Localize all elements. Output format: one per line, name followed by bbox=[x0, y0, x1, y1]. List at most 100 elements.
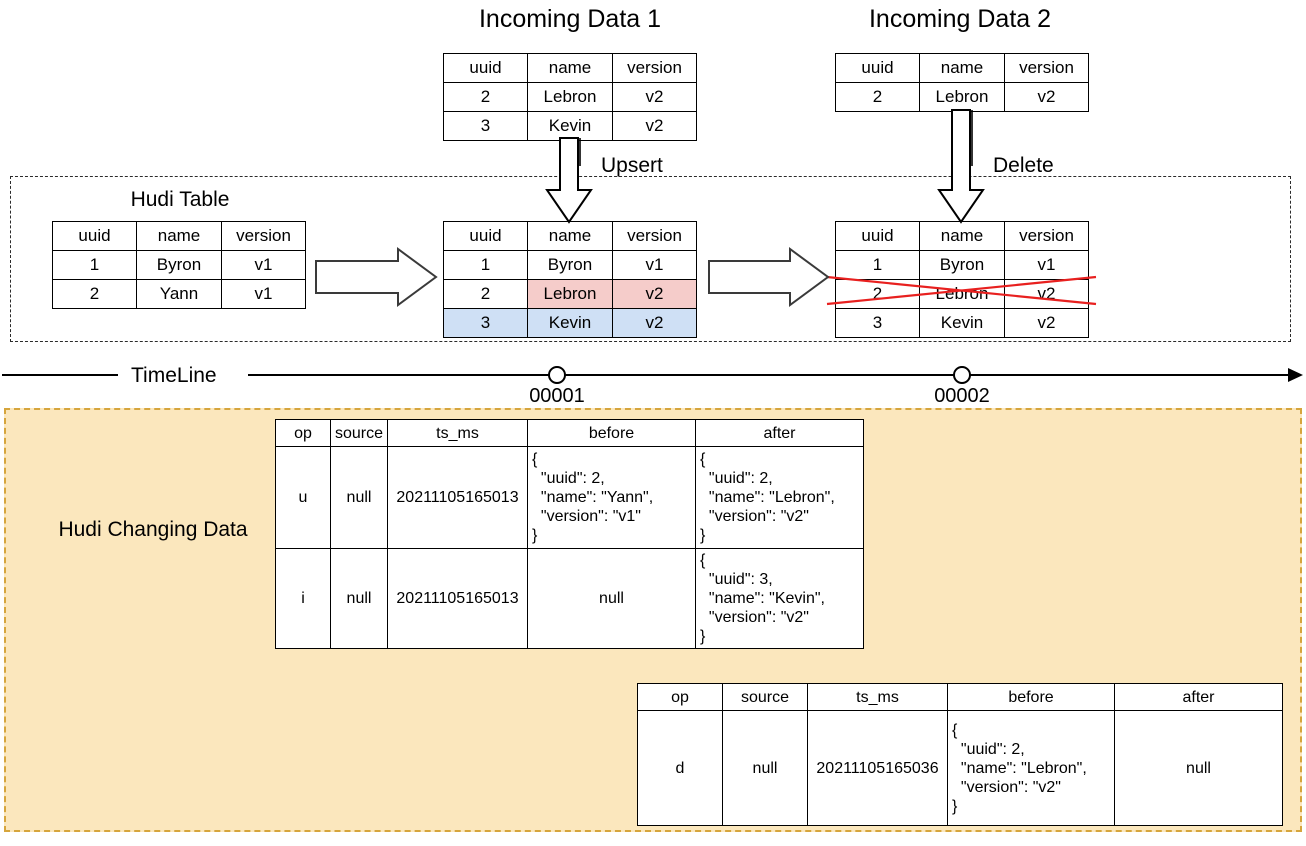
cdc-cell-before: { "uuid": 2, "name": "Yann", "version": … bbox=[527, 446, 696, 549]
cell-uuid: 2 bbox=[52, 279, 137, 309]
table-row-updated: 2 Lebron v2 bbox=[443, 279, 697, 309]
cell-version: v2 bbox=[612, 111, 697, 141]
upsert-down-arrow bbox=[545, 137, 593, 224]
table-row: 2 Lebron v2 bbox=[443, 82, 697, 112]
cell-name: Kevin bbox=[527, 111, 613, 141]
incoming-data-1-table: uuid name version 2 Lebron v2 3 Kevin v2 bbox=[443, 53, 697, 141]
table-row: 2 Yann v1 bbox=[52, 279, 306, 309]
timeline-tick-label-00002: 00002 bbox=[934, 385, 990, 407]
cell-uuid: 2 bbox=[443, 279, 528, 309]
cell-version: v1 bbox=[612, 250, 697, 280]
cdc-table-1: op source ts_ms before after u null 2021… bbox=[275, 419, 864, 649]
incoming-data-2-title: Incoming Data 2 bbox=[868, 5, 1052, 33]
cell-name: Byron bbox=[527, 250, 613, 280]
upsert-label: Upsert bbox=[601, 154, 663, 177]
cell-uuid: 3 bbox=[835, 308, 920, 338]
delete-down-arrow bbox=[937, 109, 985, 224]
timeline-tick-marker-00002 bbox=[953, 366, 971, 384]
cdc-cell-before: { "uuid": 2, "name": "Lebron", "version"… bbox=[947, 710, 1115, 826]
cdc-col-header-ts-ms: ts_ms bbox=[807, 683, 948, 711]
table-row: 3 Kevin v2 bbox=[835, 308, 1089, 338]
timeline-label: TimeLine bbox=[131, 364, 217, 387]
table-header-row: uuid name version bbox=[443, 221, 697, 251]
cell-version: v2 bbox=[612, 308, 697, 338]
table-row: 3 Kevin v2 bbox=[443, 111, 697, 141]
cdc-row-insert: i null 20211105165013 null { "uuid": 3, … bbox=[275, 548, 864, 649]
cell-uuid: 3 bbox=[443, 111, 528, 141]
cdc-table-2: op source ts_ms before after d null 2021… bbox=[637, 683, 1283, 826]
cell-uuid: 2 bbox=[835, 82, 920, 112]
cdc-cell-op: d bbox=[637, 710, 723, 826]
cell-version: v2 bbox=[612, 279, 697, 309]
col-header-name: name bbox=[527, 221, 613, 251]
cdc-row-update: u null 20211105165013 { "uuid": 2, "name… bbox=[275, 446, 864, 549]
cell-version: v2 bbox=[1004, 308, 1089, 338]
upsert-transition-arrow bbox=[315, 247, 438, 307]
cell-version: v2 bbox=[612, 82, 697, 112]
cell-name: Lebron bbox=[527, 82, 613, 112]
cdc-col-header-before: before bbox=[947, 683, 1115, 711]
cdc-cell-op: i bbox=[275, 548, 331, 649]
hudi-table-container bbox=[10, 176, 1291, 342]
cdc-col-header-op: op bbox=[637, 683, 723, 711]
cell-name: Kevin bbox=[527, 308, 613, 338]
table-row: 1 Byron v1 bbox=[52, 250, 306, 280]
cdc-header-row: op source ts_ms before after bbox=[637, 683, 1283, 711]
cell-version: v2 bbox=[1004, 82, 1089, 112]
col-header-uuid: uuid bbox=[443, 221, 528, 251]
cdc-col-header-source: source bbox=[330, 419, 388, 447]
cdc-cell-ts-ms: 20211105165013 bbox=[387, 446, 528, 549]
cell-name: Yann bbox=[136, 279, 222, 309]
col-header-version: version bbox=[612, 221, 697, 251]
hudi-after-upsert-table: uuid name version 1 Byron v1 2 Lebron v2… bbox=[443, 221, 697, 338]
cell-name: Kevin bbox=[919, 308, 1005, 338]
table-row-inserted: 3 Kevin v2 bbox=[443, 308, 697, 338]
cdc-col-header-before: before bbox=[527, 419, 696, 447]
timeline-arrowhead bbox=[1288, 368, 1303, 382]
cdc-cell-source: null bbox=[330, 446, 388, 549]
cdc-cell-ts-ms: 20211105165013 bbox=[387, 548, 528, 649]
delete-label: Delete bbox=[993, 154, 1054, 177]
col-header-name: name bbox=[919, 221, 1005, 251]
hudi-initial-table: uuid name version 1 Byron v1 2 Yann v1 bbox=[52, 221, 306, 309]
hudi-table-title: Hudi Table bbox=[130, 188, 230, 211]
col-header-uuid: uuid bbox=[52, 221, 137, 251]
col-header-version: version bbox=[221, 221, 306, 251]
cdc-col-header-source: source bbox=[722, 683, 808, 711]
cdc-col-header-ts-ms: ts_ms bbox=[387, 419, 528, 447]
col-header-version: version bbox=[1004, 221, 1089, 251]
table-header-row: uuid name version bbox=[52, 221, 306, 251]
cell-name: Byron bbox=[136, 250, 222, 280]
cdc-col-header-op: op bbox=[275, 419, 331, 447]
cdc-cell-op: u bbox=[275, 446, 331, 549]
cdc-cell-after: null bbox=[1114, 710, 1283, 826]
cdc-col-header-after: after bbox=[695, 419, 864, 447]
timeline-tick-label-00001: 00001 bbox=[529, 385, 585, 407]
col-header-name: name bbox=[919, 53, 1005, 83]
cell-uuid: 2 bbox=[443, 82, 528, 112]
cell-uuid: 1 bbox=[835, 250, 920, 280]
timeline-tick-marker-00001 bbox=[548, 366, 566, 384]
delete-transition-arrow bbox=[708, 247, 830, 307]
col-header-uuid: uuid bbox=[835, 221, 920, 251]
cdc-col-header-after: after bbox=[1114, 683, 1283, 711]
cdc-cell-after: { "uuid": 3, "name": "Kevin", "version":… bbox=[695, 548, 864, 649]
cdc-cell-source: null bbox=[330, 548, 388, 649]
hudi-changing-data-label: Hudi Changing Data bbox=[58, 518, 248, 541]
incoming-data-1-title: Incoming Data 1 bbox=[478, 5, 662, 33]
cdc-cell-before: null bbox=[527, 548, 696, 649]
cdc-cell-ts-ms: 20211105165036 bbox=[807, 710, 948, 826]
col-header-name: name bbox=[136, 221, 222, 251]
cdc-row-delete: d null 20211105165036 { "uuid": 2, "name… bbox=[637, 710, 1283, 826]
cell-name: Lebron bbox=[527, 279, 613, 309]
table-header-row: uuid name version bbox=[835, 221, 1089, 251]
cdc-cell-source: null bbox=[722, 710, 808, 826]
col-header-version: version bbox=[612, 53, 697, 83]
cdc-header-row: op source ts_ms before after bbox=[275, 419, 864, 447]
table-row: 1 Byron v1 bbox=[443, 250, 697, 280]
table-header-row: uuid name version bbox=[443, 53, 697, 83]
cdc-cell-after: { "uuid": 2, "name": "Lebron", "version"… bbox=[695, 446, 864, 549]
